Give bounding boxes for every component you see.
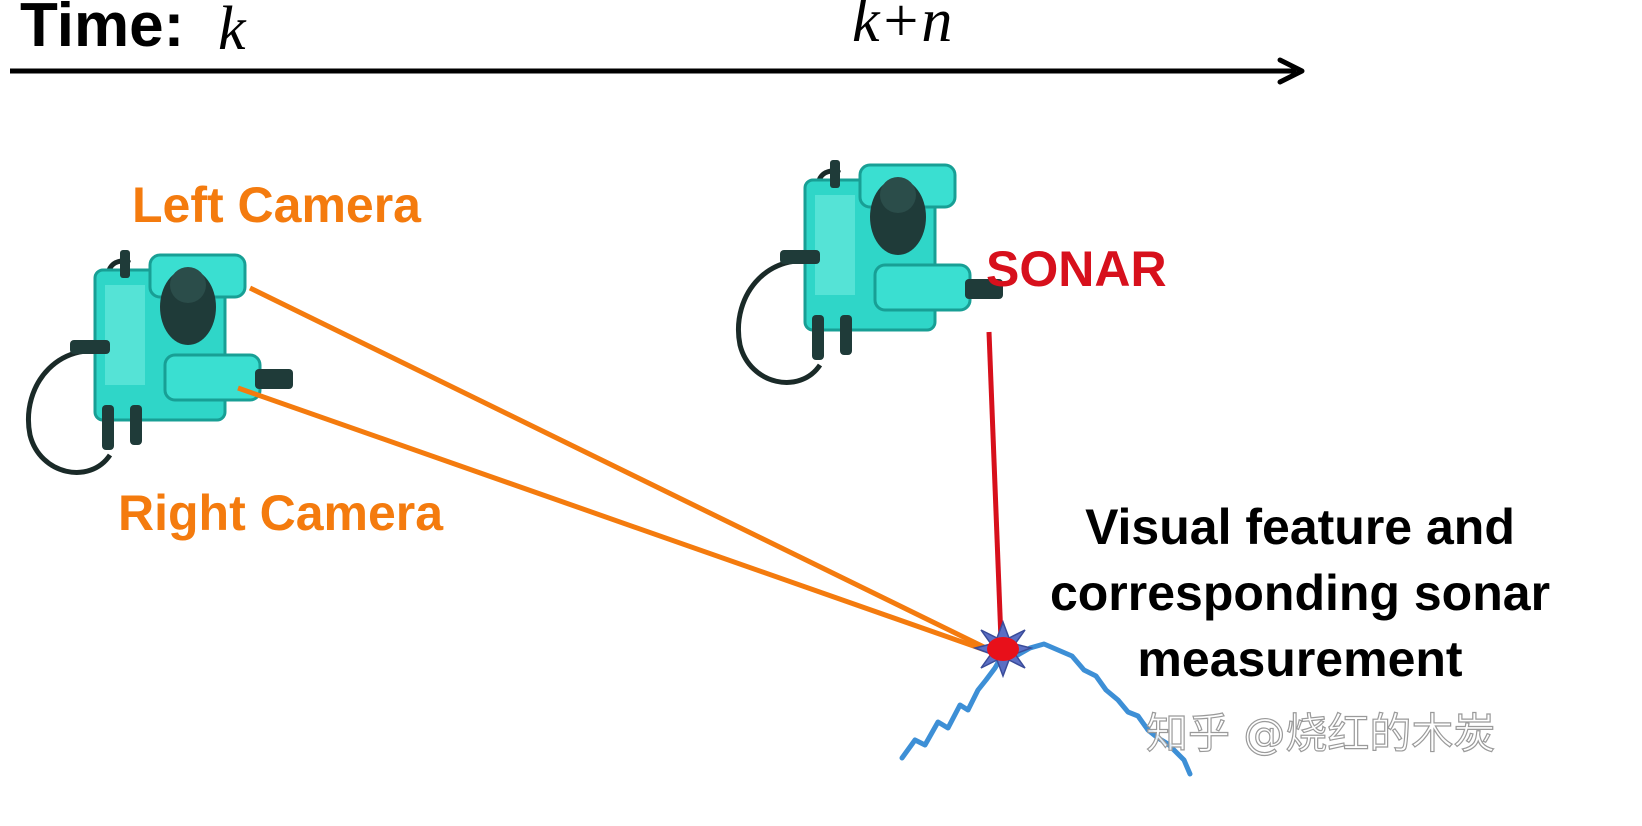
underwater-vehicle-icon [28, 250, 293, 472]
watermark: 知乎 @烧红的木炭 [1145, 708, 1496, 758]
left-camera-ray [248, 285, 992, 653]
seafloor-terrain-line [899, 641, 1193, 777]
sonar-label: SONAR [986, 241, 1167, 297]
underwater-vehicle-icon [738, 160, 1003, 382]
feature-caption: Visual feature and corresponding sonar m… [1020, 494, 1580, 692]
right-camera-label: Right Camera [118, 485, 444, 541]
time-end-label: k+n [852, 0, 953, 55]
time-start-label: k [218, 0, 246, 63]
sonar-ray [986, 331, 1004, 641]
timeline-arrow [10, 57, 1305, 85]
left-camera-label: Left Camera [132, 177, 421, 233]
feature-caption-line: measurement [1137, 631, 1463, 687]
feature-caption-line: Visual feature and [1085, 499, 1515, 555]
feature-point-icon [972, 619, 1034, 679]
timeline-label: Time: [20, 0, 185, 60]
feature-caption-line: corresponding sonar [1049, 565, 1551, 621]
right-camera-ray [237, 385, 986, 653]
